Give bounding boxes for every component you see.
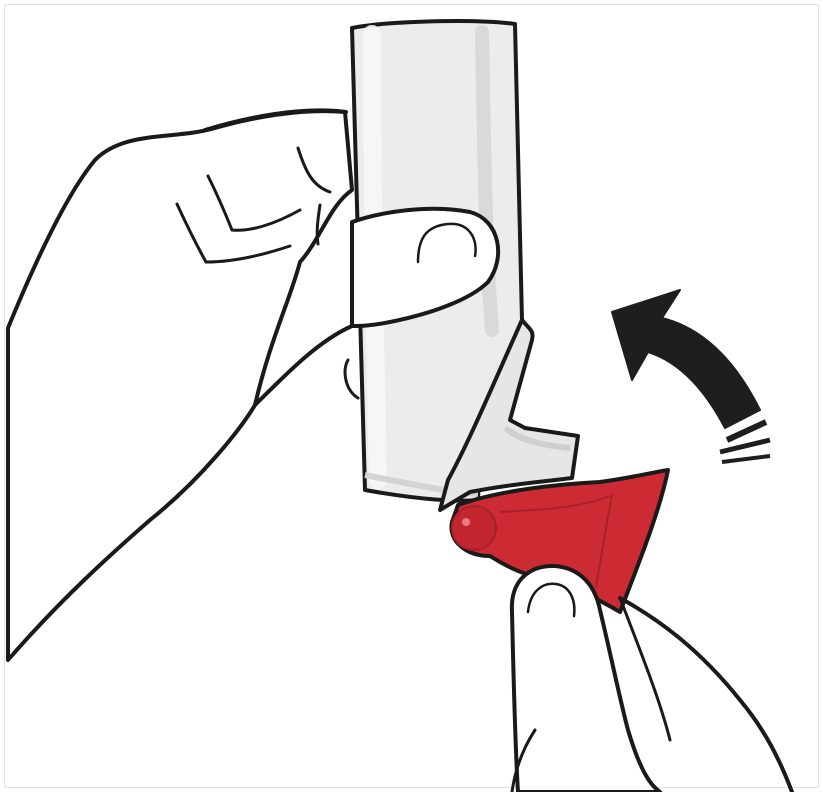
left-hand-icon	[8, 110, 352, 660]
curved-arrow-icon	[612, 290, 770, 462]
right-hand-icon	[512, 566, 792, 792]
